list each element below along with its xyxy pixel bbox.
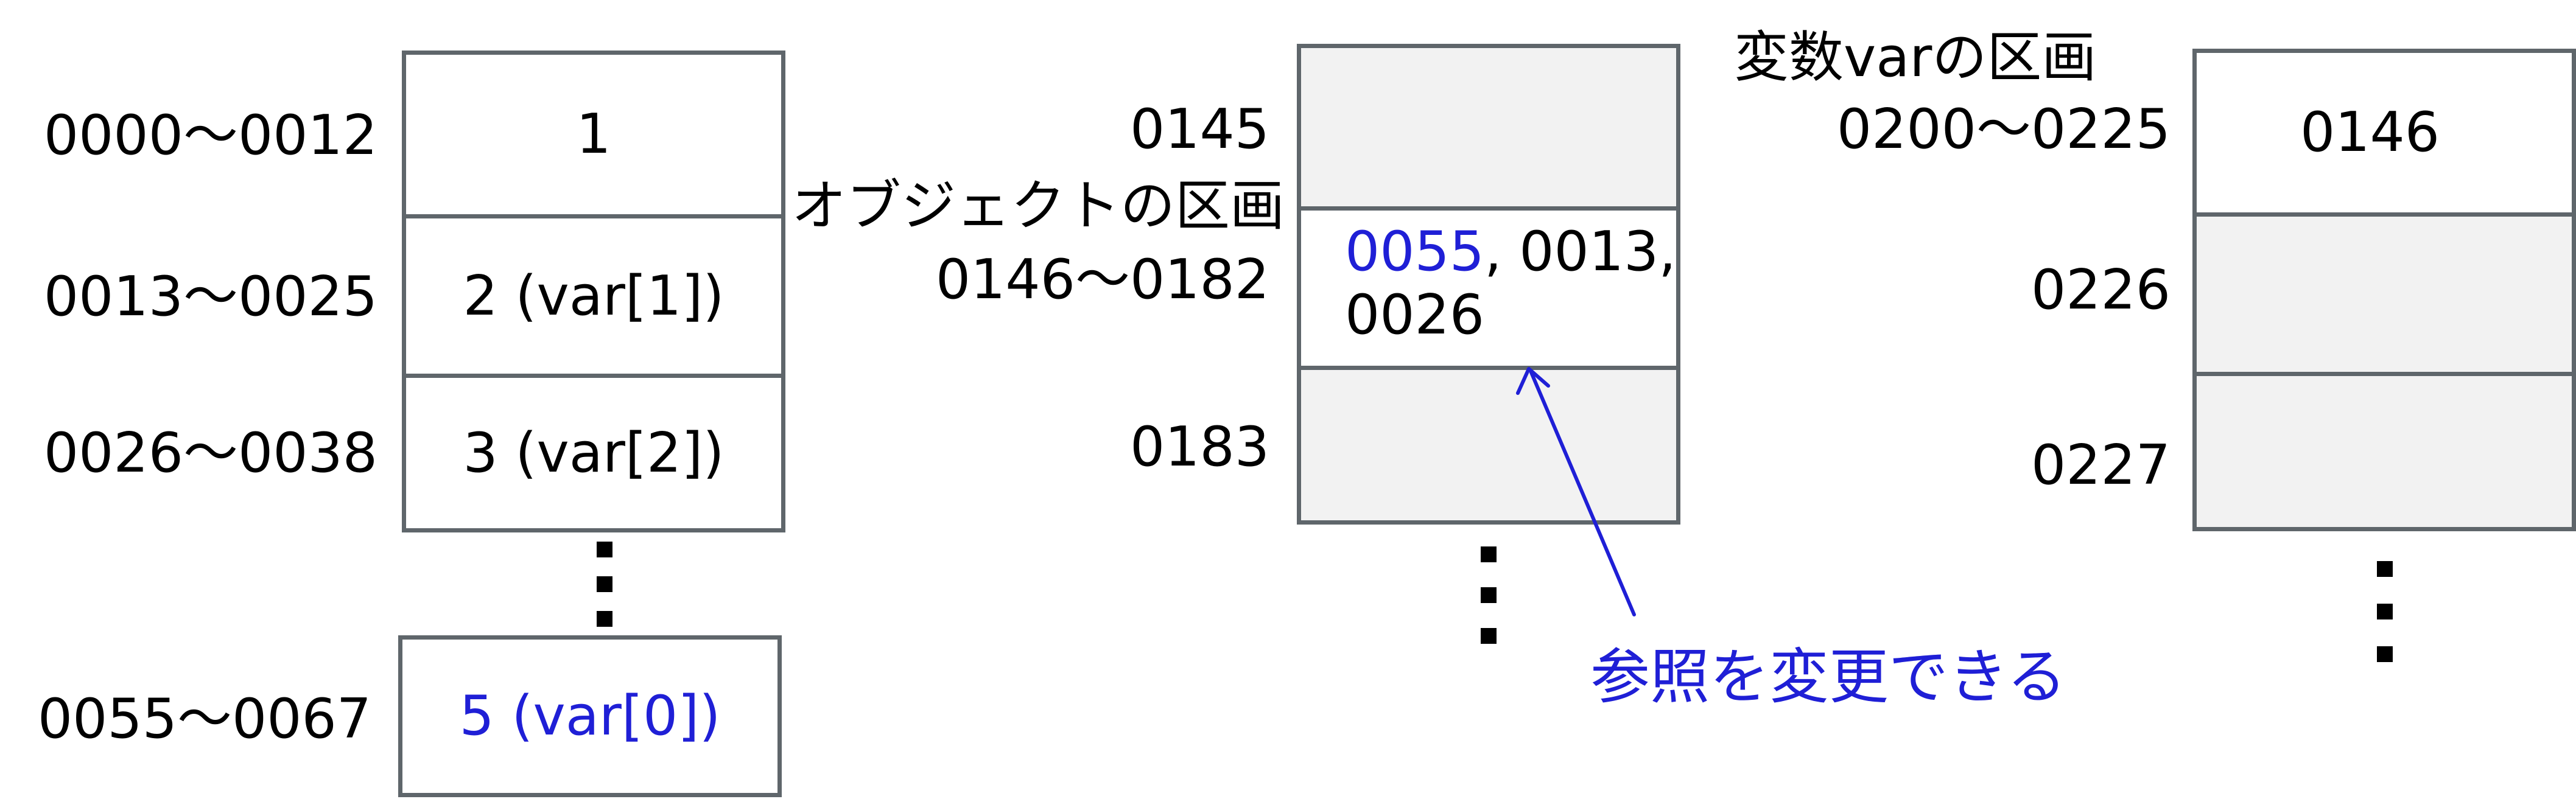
middle-address-label-object: 0146〜0182 bbox=[935, 248, 1269, 312]
middle-ellipsis-dot-2 bbox=[1481, 587, 1497, 603]
left-ellipsis-dot-2 bbox=[597, 576, 612, 592]
left-memory-block: 1 2 (var[1]) 3 (var[2]) bbox=[402, 51, 785, 532]
middle-memory-block: 0055, 0013, 0026 bbox=[1297, 44, 1680, 525]
right-ellipsis-dot-3 bbox=[2377, 646, 2393, 662]
object-cell-line-1: 0055, 0013, bbox=[1345, 220, 1676, 284]
right-address-label-mid: 0226 bbox=[2030, 258, 2171, 322]
object-reference-rest: , 0013, bbox=[1484, 220, 1676, 284]
right-section-title: 変数varの区画 bbox=[1734, 26, 2097, 89]
middle-memory-cell-bottom bbox=[1301, 366, 1676, 520]
object-reference-highlight: 0055 bbox=[1345, 220, 1485, 284]
middle-address-label-bottom: 0183 bbox=[1129, 415, 1269, 479]
arrow-head bbox=[1516, 367, 1550, 395]
annotation-text: 参照を変更できる bbox=[1590, 643, 2067, 712]
right-address-label-bottom: 0227 bbox=[2030, 433, 2171, 497]
left-memory-cell-3: 3 (var[2]) bbox=[406, 374, 781, 528]
left-ellipsis-dot-1 bbox=[597, 542, 612, 557]
variable-memory-cell: 0146 bbox=[2300, 100, 2440, 164]
left-separate-memory-cell: 5 (var[0]) bbox=[459, 684, 721, 748]
object-memory-cell: 0055, 0013, 0026 bbox=[1301, 206, 1676, 366]
right-memory-cell-bottom bbox=[2197, 372, 2572, 527]
right-ellipsis-dot-2 bbox=[2377, 604, 2393, 619]
left-separate-memory-block: 5 (var[0]) bbox=[398, 635, 782, 797]
left-memory-cell-1: 1 bbox=[576, 102, 611, 166]
left-memory-cell-2: 2 (var[1]) bbox=[406, 214, 781, 374]
right-memory-cell-mid bbox=[2197, 212, 2572, 372]
right-memory-block: 0146 bbox=[2192, 49, 2576, 531]
left-address-label-2: 0013〜0025 bbox=[43, 265, 377, 329]
middle-memory-cell-top bbox=[1301, 48, 1676, 206]
left-ellipsis-dot-3 bbox=[597, 611, 612, 627]
middle-section-title: オブジェクトの区画 bbox=[791, 174, 1285, 238]
left-address-label-3: 0026〜0038 bbox=[43, 421, 377, 485]
middle-ellipsis-dot-3 bbox=[1481, 628, 1497, 644]
right-address-label-top: 0200〜0225 bbox=[1836, 97, 2171, 161]
right-ellipsis-dot-1 bbox=[2377, 561, 2393, 577]
middle-ellipsis-dot-1 bbox=[1481, 546, 1497, 562]
arrow-shaft bbox=[1529, 371, 1636, 616]
left-address-label-1: 0000〜0012 bbox=[43, 103, 377, 167]
left-address-label-4: 0055〜0067 bbox=[37, 687, 371, 751]
middle-address-label-top: 0145 bbox=[1129, 97, 1269, 161]
object-cell-line-2: 0026 bbox=[1345, 282, 1485, 347]
